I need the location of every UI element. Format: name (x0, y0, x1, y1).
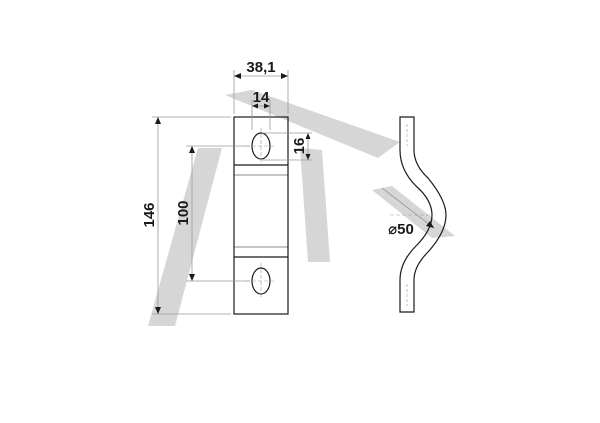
arrow-hole-right (264, 103, 270, 109)
arrow-length-top (155, 117, 161, 124)
dim-length-label: 146 (141, 202, 158, 227)
arrow-length-bottom (155, 307, 161, 314)
dim-hole-width-label: 14 (253, 89, 270, 106)
dim-diameter-label: ⌀50 (388, 221, 414, 238)
watermark-logo (148, 90, 455, 326)
dim-hole-offset-label: 16 (291, 138, 308, 155)
side-profile-outer (399, 116, 447, 313)
dim-width-label: 38,1 (246, 59, 275, 76)
arrow-width-left (234, 73, 241, 79)
watermark-left-stroke (148, 148, 222, 326)
side-view (381, 116, 447, 313)
diameter-arrow-head (426, 221, 434, 228)
arrow-spacing-bottom (189, 274, 195, 281)
arrow-hole-left (252, 103, 258, 109)
dimension-lines (152, 70, 312, 315)
watermark-top-stroke (225, 90, 400, 158)
dimension-arrows (155, 73, 311, 314)
watermark-right-stroke (300, 148, 330, 262)
arrow-offset-bottom (305, 154, 311, 160)
arrow-width-right (281, 73, 288, 79)
arrow-offset-top (305, 133, 311, 139)
front-view (233, 116, 289, 315)
dim-spacing-label: 100 (175, 200, 192, 225)
arrow-spacing-top (189, 146, 195, 153)
diameter-leader (381, 187, 435, 229)
strap-outline (233, 116, 289, 315)
